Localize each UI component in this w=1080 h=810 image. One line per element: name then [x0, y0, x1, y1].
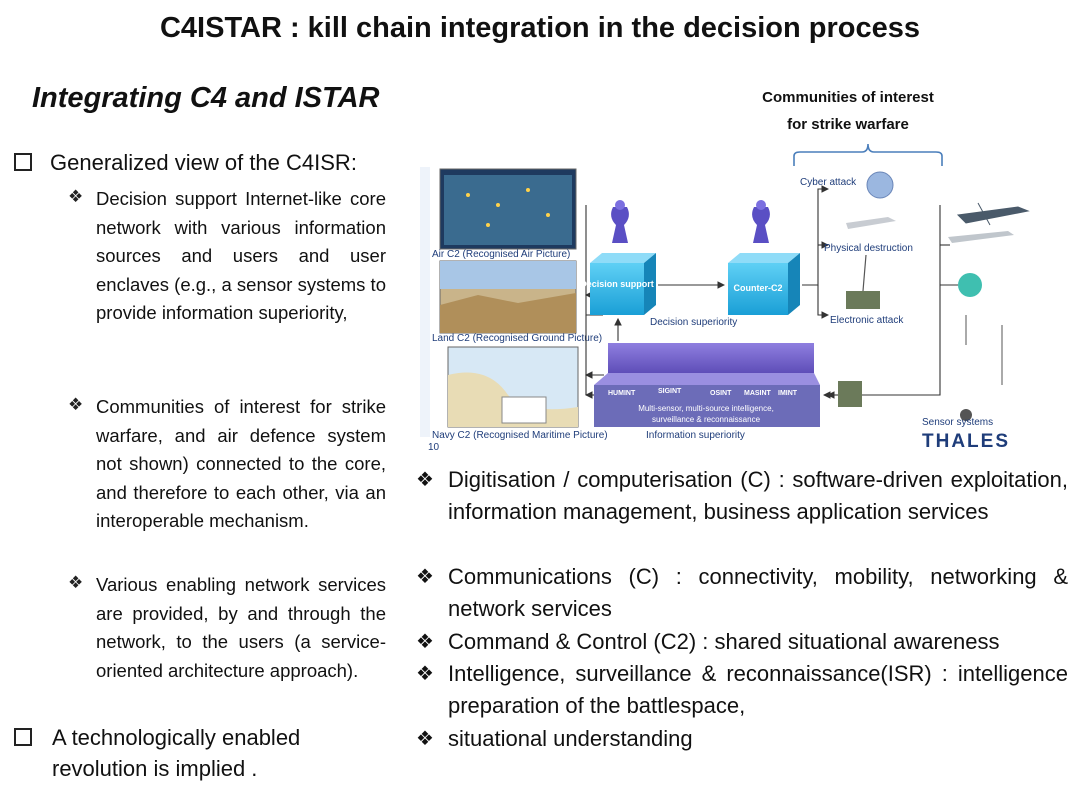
sub-bullet-communities: Communities of interest for strike warfa… [96, 396, 386, 532]
c4istar-diagram: Air C2 (Recognised Air Picture) Land C2 … [420, 167, 1030, 453]
sub-bullet-decision-support: Decision support Internet-like core netw… [96, 188, 386, 324]
communities-header: Communities of interest for strike warfa… [732, 84, 964, 138]
right-bullet-digitisation: ❖Digitisation / computerisation (C) : so… [416, 464, 1068, 529]
land-c2-label: Land C2 (Recognised Ground Picture) [432, 333, 602, 344]
diamond-bullet-icon: ❖ [416, 566, 434, 588]
section-subtitle: Integrating C4 and ISTAR [32, 82, 380, 114]
sub-bullet-network-services: Various enabling network services are pr… [96, 574, 386, 681]
right-bullet-command-control: ❖Command & Control (C2) : shared situati… [416, 626, 1068, 658]
communities-brace [793, 143, 943, 166]
int-label: OSINT [710, 390, 732, 397]
decision-support-box [590, 200, 656, 315]
diamond-bullet-icon: ❖ [416, 631, 434, 653]
thales-logo: THALES [922, 431, 1010, 452]
counter-c2-box [728, 200, 800, 315]
page-number: 10 [428, 442, 440, 453]
bullet-generalized-view-text: Generalized view of the C4ISR: [50, 150, 357, 175]
communities-header-line2: for strike warfare [787, 116, 909, 133]
cyber-attack-label: Cyber attack [800, 177, 857, 188]
vehicle-icon [846, 254, 880, 309]
missile-icon [846, 217, 896, 229]
intelligence-band [594, 343, 820, 427]
decision-superiority-label: Decision superiority [650, 317, 737, 328]
diamond-bullet-icon: ❖ [416, 663, 434, 685]
bullet-generalized-view: Generalized view of the C4ISR: [14, 147, 357, 178]
information-superiority-label: Information superiority [646, 430, 745, 441]
communities-header-line1: Communities of interest [762, 89, 934, 106]
air-c2-panel [439, 168, 577, 250]
physical-destruction-label: Physical destruction [824, 243, 913, 254]
bullet-revolution: A technologically enabled revolution is … [14, 722, 354, 784]
bullet-revolution-text: A technologically enabled revolution is … [52, 725, 301, 781]
ground-station-icon [838, 381, 862, 407]
right-bullet-situational: ❖situational understanding [416, 723, 1068, 755]
intel-text-line2: surveillance & reconnaissance [652, 415, 761, 424]
decision-support-label: Decision support [580, 279, 654, 289]
counter-c2-label: Counter-C2 [734, 283, 783, 293]
int-label: SIGINT [658, 388, 682, 395]
land-c2-panel [439, 260, 577, 334]
int-label: IMINT [778, 390, 798, 397]
diamond-bullet-icon: ❖ [416, 728, 434, 750]
int-labels: HUMINT SIGINT OSINT MASINT IMINT [608, 388, 798, 397]
diamond-bullet-icon: ❖ [68, 395, 84, 414]
right-bullet-isr: ❖Intelligence, surveillance & reconnaiss… [416, 658, 1068, 723]
diamond-bullet-icon: ❖ [68, 573, 84, 592]
page-title: C4ISTAR : kill chain integration in the … [159, 12, 921, 44]
sensor-systems-column [948, 202, 1030, 421]
diamond-bullet-icon: ❖ [416, 469, 434, 491]
checkbox-bullet-icon [14, 728, 32, 746]
right-bullet-communications: ❖Communications (C) : connectivity, mobi… [416, 561, 1068, 626]
cyber-attack-icon [866, 171, 894, 199]
side-strip [420, 167, 430, 437]
int-label: MASINT [744, 390, 772, 397]
intel-text-line1: Multi-sensor, multi-source intelligence, [638, 404, 774, 413]
electronic-attack-label: Electronic attack [830, 315, 904, 326]
checkbox-bullet-icon [14, 153, 32, 171]
sensor-systems-label: Sensor systems [922, 417, 993, 428]
navy-c2-label: Navy C2 (Recognised Maritime Picture) [432, 430, 608, 441]
diamond-bullet-icon: ❖ [68, 187, 84, 206]
navy-c2-panel [447, 346, 579, 428]
air-c2-label: Air C2 (Recognised Air Picture) [432, 249, 570, 260]
int-label: HUMINT [608, 390, 636, 397]
